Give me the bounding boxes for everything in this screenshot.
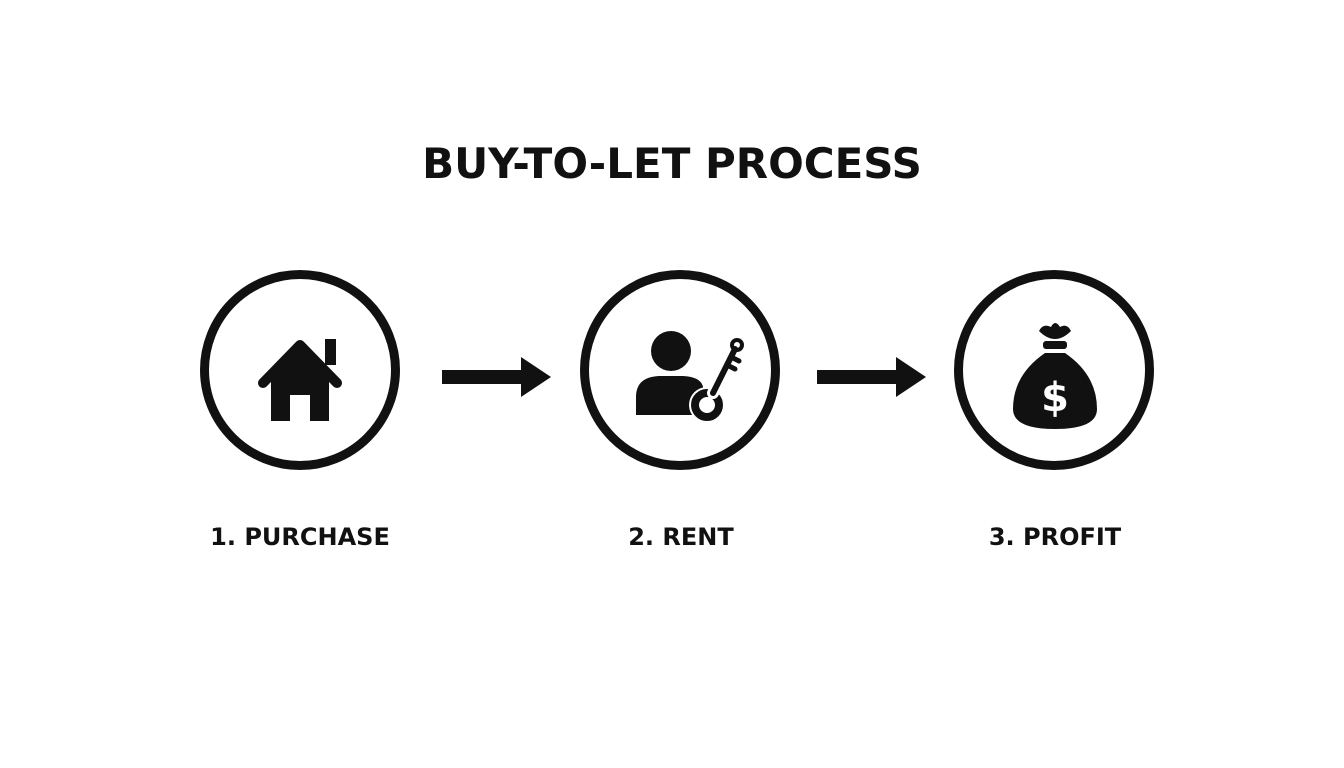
step-purchase-circle: [200, 270, 400, 470]
step-label-profit: 3. PROFIT: [988, 523, 1122, 551]
arrow-right-icon: [441, 353, 553, 401]
dollar-sign: $: [1041, 375, 1069, 421]
step-rent-circle: [580, 270, 780, 470]
tenant-key-icon: [636, 331, 744, 423]
step-profit-circle: $: [954, 270, 1154, 470]
money-bag-icon: $: [1013, 323, 1097, 429]
diagram-title: BUY-TO-LET PROCESS: [422, 139, 922, 188]
arrow-right-icon: [816, 353, 928, 401]
step-label-rent: 2. RENT: [628, 523, 734, 551]
house-icon: [258, 339, 342, 421]
step-label-purchase: 1. PURCHASE: [210, 523, 390, 551]
